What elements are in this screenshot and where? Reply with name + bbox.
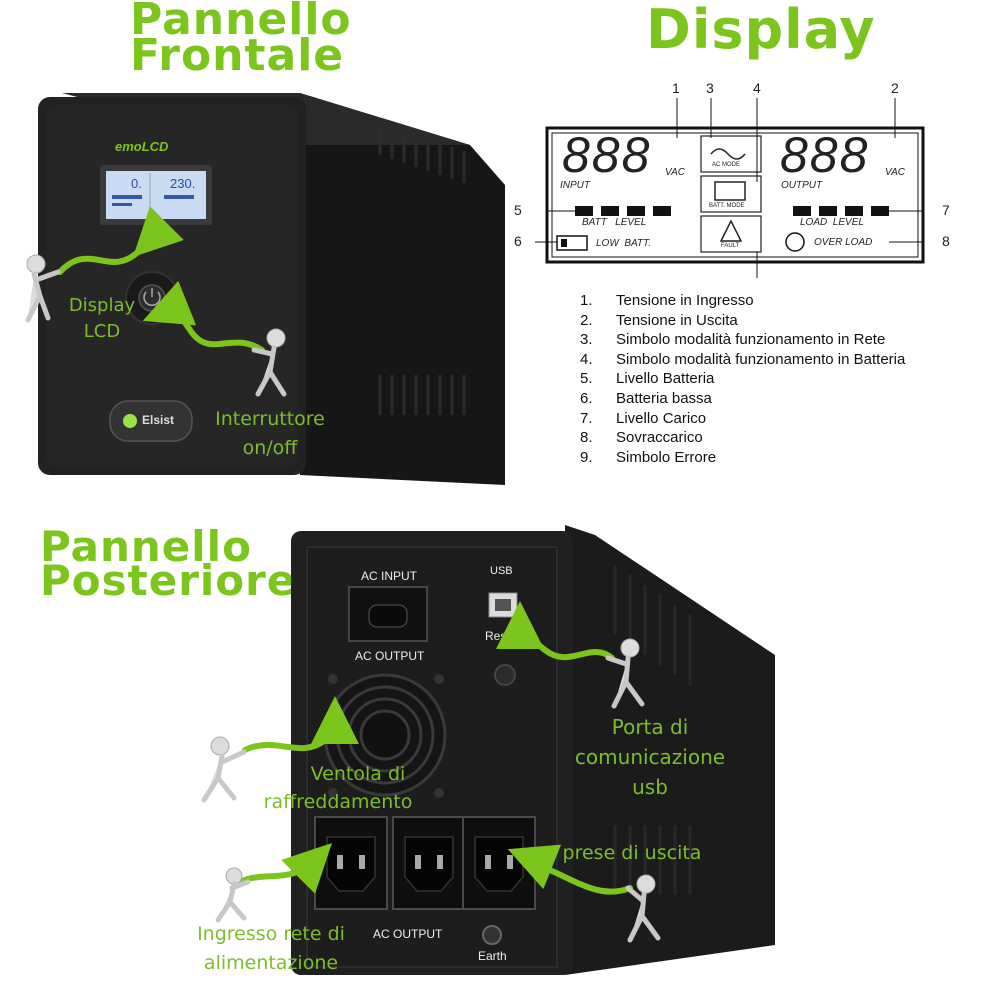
legend-item-number: 8. [580, 429, 593, 447]
legend-item-text: Simbolo Errore [616, 448, 717, 466]
front-lcd-left: 0. [131, 176, 142, 191]
callout-usb-port-line3: usb [632, 775, 668, 799]
callout-usb-port: Porta di comunicazione usb [565, 712, 735, 802]
lcd-marker-4: 4 [753, 80, 761, 96]
lcd-marker-5: 5 [514, 202, 522, 218]
legend-item: 2. Tensione in Uscita [580, 312, 905, 332]
callout-switch-line2: on/off [242, 437, 298, 459]
lcd-marker-3: 3 [706, 80, 714, 96]
legend-item: 3. Simbolo modalità funzionamento in Rete [580, 331, 905, 351]
legend-item-text: Tensione in Uscita [616, 311, 738, 329]
legend-item-number: 6. [580, 389, 593, 407]
callout-outlets: prese di uscita [562, 842, 702, 864]
lcd-input-label: INPUT [560, 180, 590, 191]
title-display-text: Display [646, 0, 876, 61]
front-logo-text: Elsist [142, 413, 175, 427]
callout-fan-line1: Ventola di [310, 763, 406, 785]
front-lcd-right: 230. [170, 176, 196, 191]
lcd-marker-8: 8 [942, 233, 950, 249]
lcd-marker-1: 1 [672, 80, 680, 96]
legend-item-number: 2. [580, 311, 593, 329]
lcd-load-level: LOAD LEVEL [800, 217, 864, 228]
legend-item: 4. Simbolo modalità funzionamento in Batt… [580, 351, 905, 371]
lcd-low-batt: LOW BATT. [596, 238, 652, 249]
lcd-batt-mode: BATT. MODE [709, 203, 745, 209]
callout-fan-line2: raffreddamento [263, 791, 413, 813]
legend-item-number: 7. [580, 409, 593, 427]
title-front-line1: Pannello [130, 0, 352, 45]
rear-ac-output-bottom-label: AC OUTPUT [373, 927, 443, 941]
title-front-line2: Frontale [130, 30, 345, 82]
callout-display-lcd: Display LCD [52, 293, 152, 345]
front-ups-image [38, 93, 505, 485]
rear-usb-label: USB [490, 565, 513, 577]
callout-usb-port-line2: comunicazione [574, 745, 726, 769]
legend-item-number: 4. [580, 350, 593, 368]
rear-ac-input-label: AC INPUT [361, 569, 418, 583]
legend-item: 9. Simbolo Errore [580, 449, 905, 469]
lcd-legend: 1. Tensione in Ingresso 2. Tensione in Usci… [580, 292, 905, 468]
legend-item-text: Livello Batteria [616, 370, 715, 388]
callout-switch: Interruttore on/off [200, 405, 340, 463]
front-brand: emoLCD [115, 139, 169, 154]
callout-mains-line1: Ingresso rete di [197, 923, 345, 945]
lcd-ac-mode: AC MODE [712, 162, 741, 168]
legend-item-number: 9. [580, 448, 593, 466]
callout-switch-line1: Interruttore [215, 408, 325, 430]
legend-item-text: Livello Carico [616, 409, 707, 427]
lcd-marker-2: 2 [891, 80, 899, 96]
callout-display-lcd-line2: LCD [83, 321, 121, 342]
legend-item-text: Simbolo modalità funzionamento in Rete [616, 331, 886, 349]
legend-item: 7. Livello Carico [580, 410, 905, 430]
legend-item-text: Tensione in Ingresso [616, 292, 754, 309]
lcd-over-load: OVER LOAD [814, 237, 873, 248]
legend-item-number: 3. [580, 331, 593, 349]
legend-item-text: Simbolo modalità funzionamento in Batter… [616, 350, 906, 368]
lcd-fault: FAULT [721, 243, 740, 249]
legend-item-number: 1. [580, 292, 593, 309]
lcd-marker-7: 7 [942, 202, 950, 218]
lcd-diagram [535, 98, 925, 278]
callout-mains: Ingresso rete di alimentazione [186, 920, 356, 978]
lcd-output-label: OUTPUT [781, 180, 823, 191]
title-display: Display [646, 0, 876, 61]
legend-item-text: Batteria bassa [616, 389, 712, 407]
lcd-input-unit: VAC [665, 167, 686, 178]
lcd-output-digits: 888 [780, 127, 870, 183]
callout-fan: Ventola di raffreddamento [248, 760, 428, 816]
legend-item: 1. Tensione in Ingresso [580, 292, 905, 312]
legend-item: 8. Sovraccarico [580, 429, 905, 449]
callout-display-lcd-line1: Display [68, 295, 136, 316]
legend-item-text: Sovraccarico [616, 429, 703, 447]
legend-item-number: 5. [580, 370, 593, 388]
lcd-output-unit: VAC [885, 167, 906, 178]
rear-ac-output-top-label: AC OUTPUT [355, 649, 425, 663]
legend-item: 5. Livello Batteria [580, 370, 905, 390]
lcd-marker-6: 6 [514, 233, 522, 249]
callout-mains-line2: alimentazione [203, 952, 339, 974]
lcd-input-digits: 888 [562, 127, 652, 183]
rear-earth-label: Earth [478, 949, 507, 963]
title-rear-line2: Posteriore [40, 556, 297, 606]
title-rear: Pannello Posteriore [40, 522, 297, 606]
legend-item: 6. Batteria bassa [580, 390, 905, 410]
title-rear-line1: Pannello [40, 522, 252, 571]
title-front: Pannello Frontale [130, 0, 352, 82]
callout-usb-port-line1: Porta di [611, 715, 689, 739]
lcd-batt-level: BATT LEVEL [582, 217, 647, 228]
